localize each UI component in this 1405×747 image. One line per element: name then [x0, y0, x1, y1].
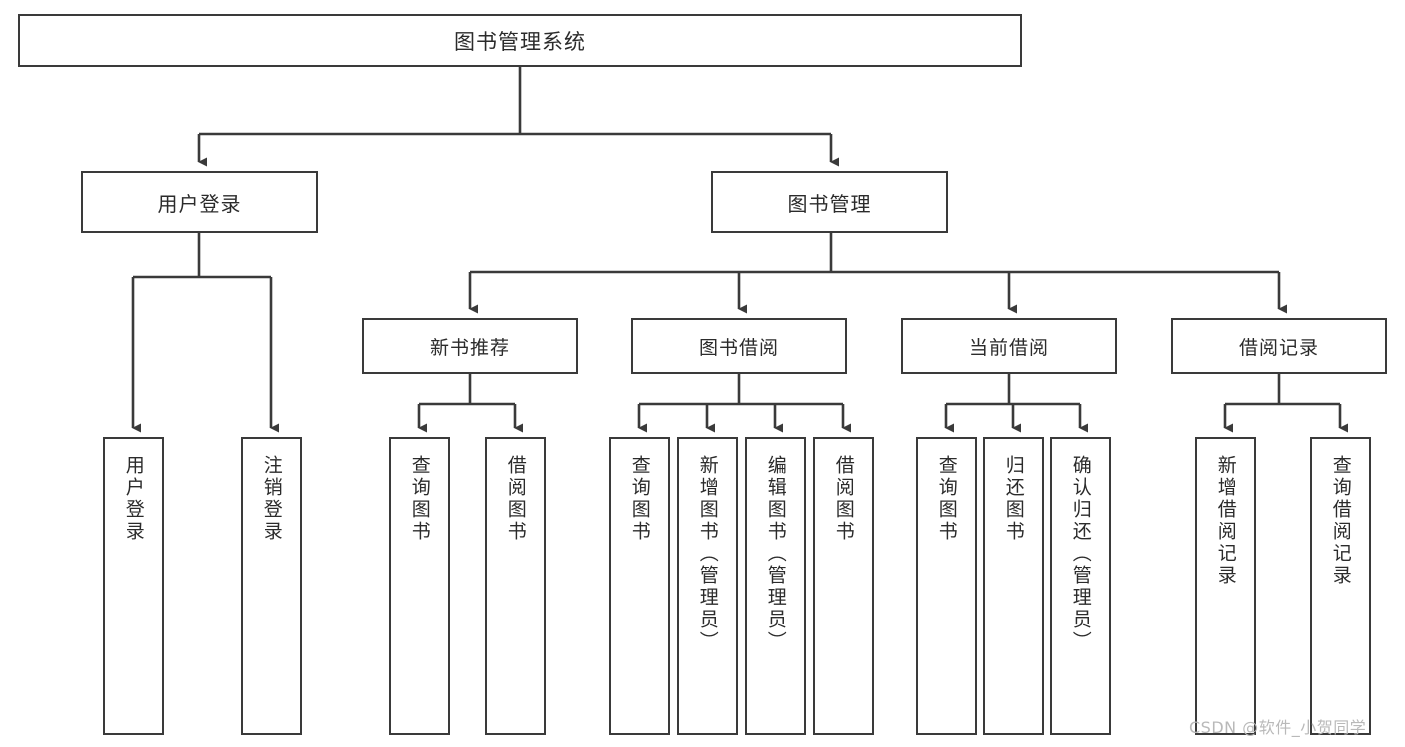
node-root-book-management-system[interactable]: 图书管理系统 — [18, 14, 1022, 67]
node-label: 新书推荐 — [429, 336, 510, 359]
csdn-watermark: CSDN @软件_小贺同学 — [1189, 718, 1367, 737]
node-book-borrow[interactable]: 图书借阅 — [631, 318, 847, 374]
node-label: 用户登录 — [157, 191, 242, 216]
node-label: 归还图书 — [1002, 455, 1025, 543]
node-leaf-query-record[interactable]: 查询借阅记录 — [1310, 437, 1371, 735]
node-leaf-add-book[interactable]: 新增图书（管理员） — [677, 437, 738, 735]
node-new-book-recommend[interactable]: 新书推荐 — [362, 318, 578, 374]
node-leaf-edit-book[interactable]: 编辑图书（管理员） — [745, 437, 806, 735]
node-label: 新增借阅记录 — [1214, 455, 1237, 587]
node-label: 新增图书（管理员） — [696, 455, 719, 653]
node-label: 图书借阅 — [698, 336, 779, 359]
node-leaf-return-book[interactable]: 归还图书 — [983, 437, 1044, 735]
node-leaf-borrow-book-2[interactable]: 借阅图书 — [813, 437, 874, 735]
node-label: 图书管理 — [787, 191, 872, 216]
node-leaf-query-book-3[interactable]: 查询图书 — [916, 437, 977, 735]
node-label: 查询图书 — [935, 455, 958, 543]
node-leaf-add-record[interactable]: 新增借阅记录 — [1195, 437, 1256, 735]
node-label: 图书管理系统 — [454, 29, 586, 54]
node-leaf-logout-login[interactable]: 注销登录 — [241, 437, 302, 735]
node-leaf-query-book-2[interactable]: 查询图书 — [609, 437, 670, 735]
node-leaf-borrow-book-1[interactable]: 借阅图书 — [485, 437, 546, 735]
node-leaf-user-login[interactable]: 用户登录 — [103, 437, 164, 735]
node-borrow-record[interactable]: 借阅记录 — [1171, 318, 1387, 374]
node-leaf-confirm-return[interactable]: 确认归还（管理员） — [1050, 437, 1111, 735]
node-current-borrow[interactable]: 当前借阅 — [901, 318, 1117, 374]
node-user-login[interactable]: 用户登录 — [81, 171, 318, 233]
node-label: 查询图书 — [628, 455, 651, 543]
node-label: 查询图书 — [408, 455, 431, 543]
node-label: 确认归还（管理员） — [1069, 455, 1092, 653]
node-leaf-query-book-1[interactable]: 查询图书 — [389, 437, 450, 735]
node-label: 借阅记录 — [1238, 336, 1319, 359]
node-label: 编辑图书（管理员） — [764, 455, 787, 653]
node-label: 注销登录 — [260, 455, 283, 543]
node-label: 查询借阅记录 — [1329, 455, 1352, 587]
node-label: 借阅图书 — [504, 455, 527, 543]
node-book-management[interactable]: 图书管理 — [711, 171, 948, 233]
node-label: 用户登录 — [122, 455, 145, 543]
node-label: 借阅图书 — [832, 455, 855, 543]
node-label: 当前借阅 — [968, 336, 1049, 359]
